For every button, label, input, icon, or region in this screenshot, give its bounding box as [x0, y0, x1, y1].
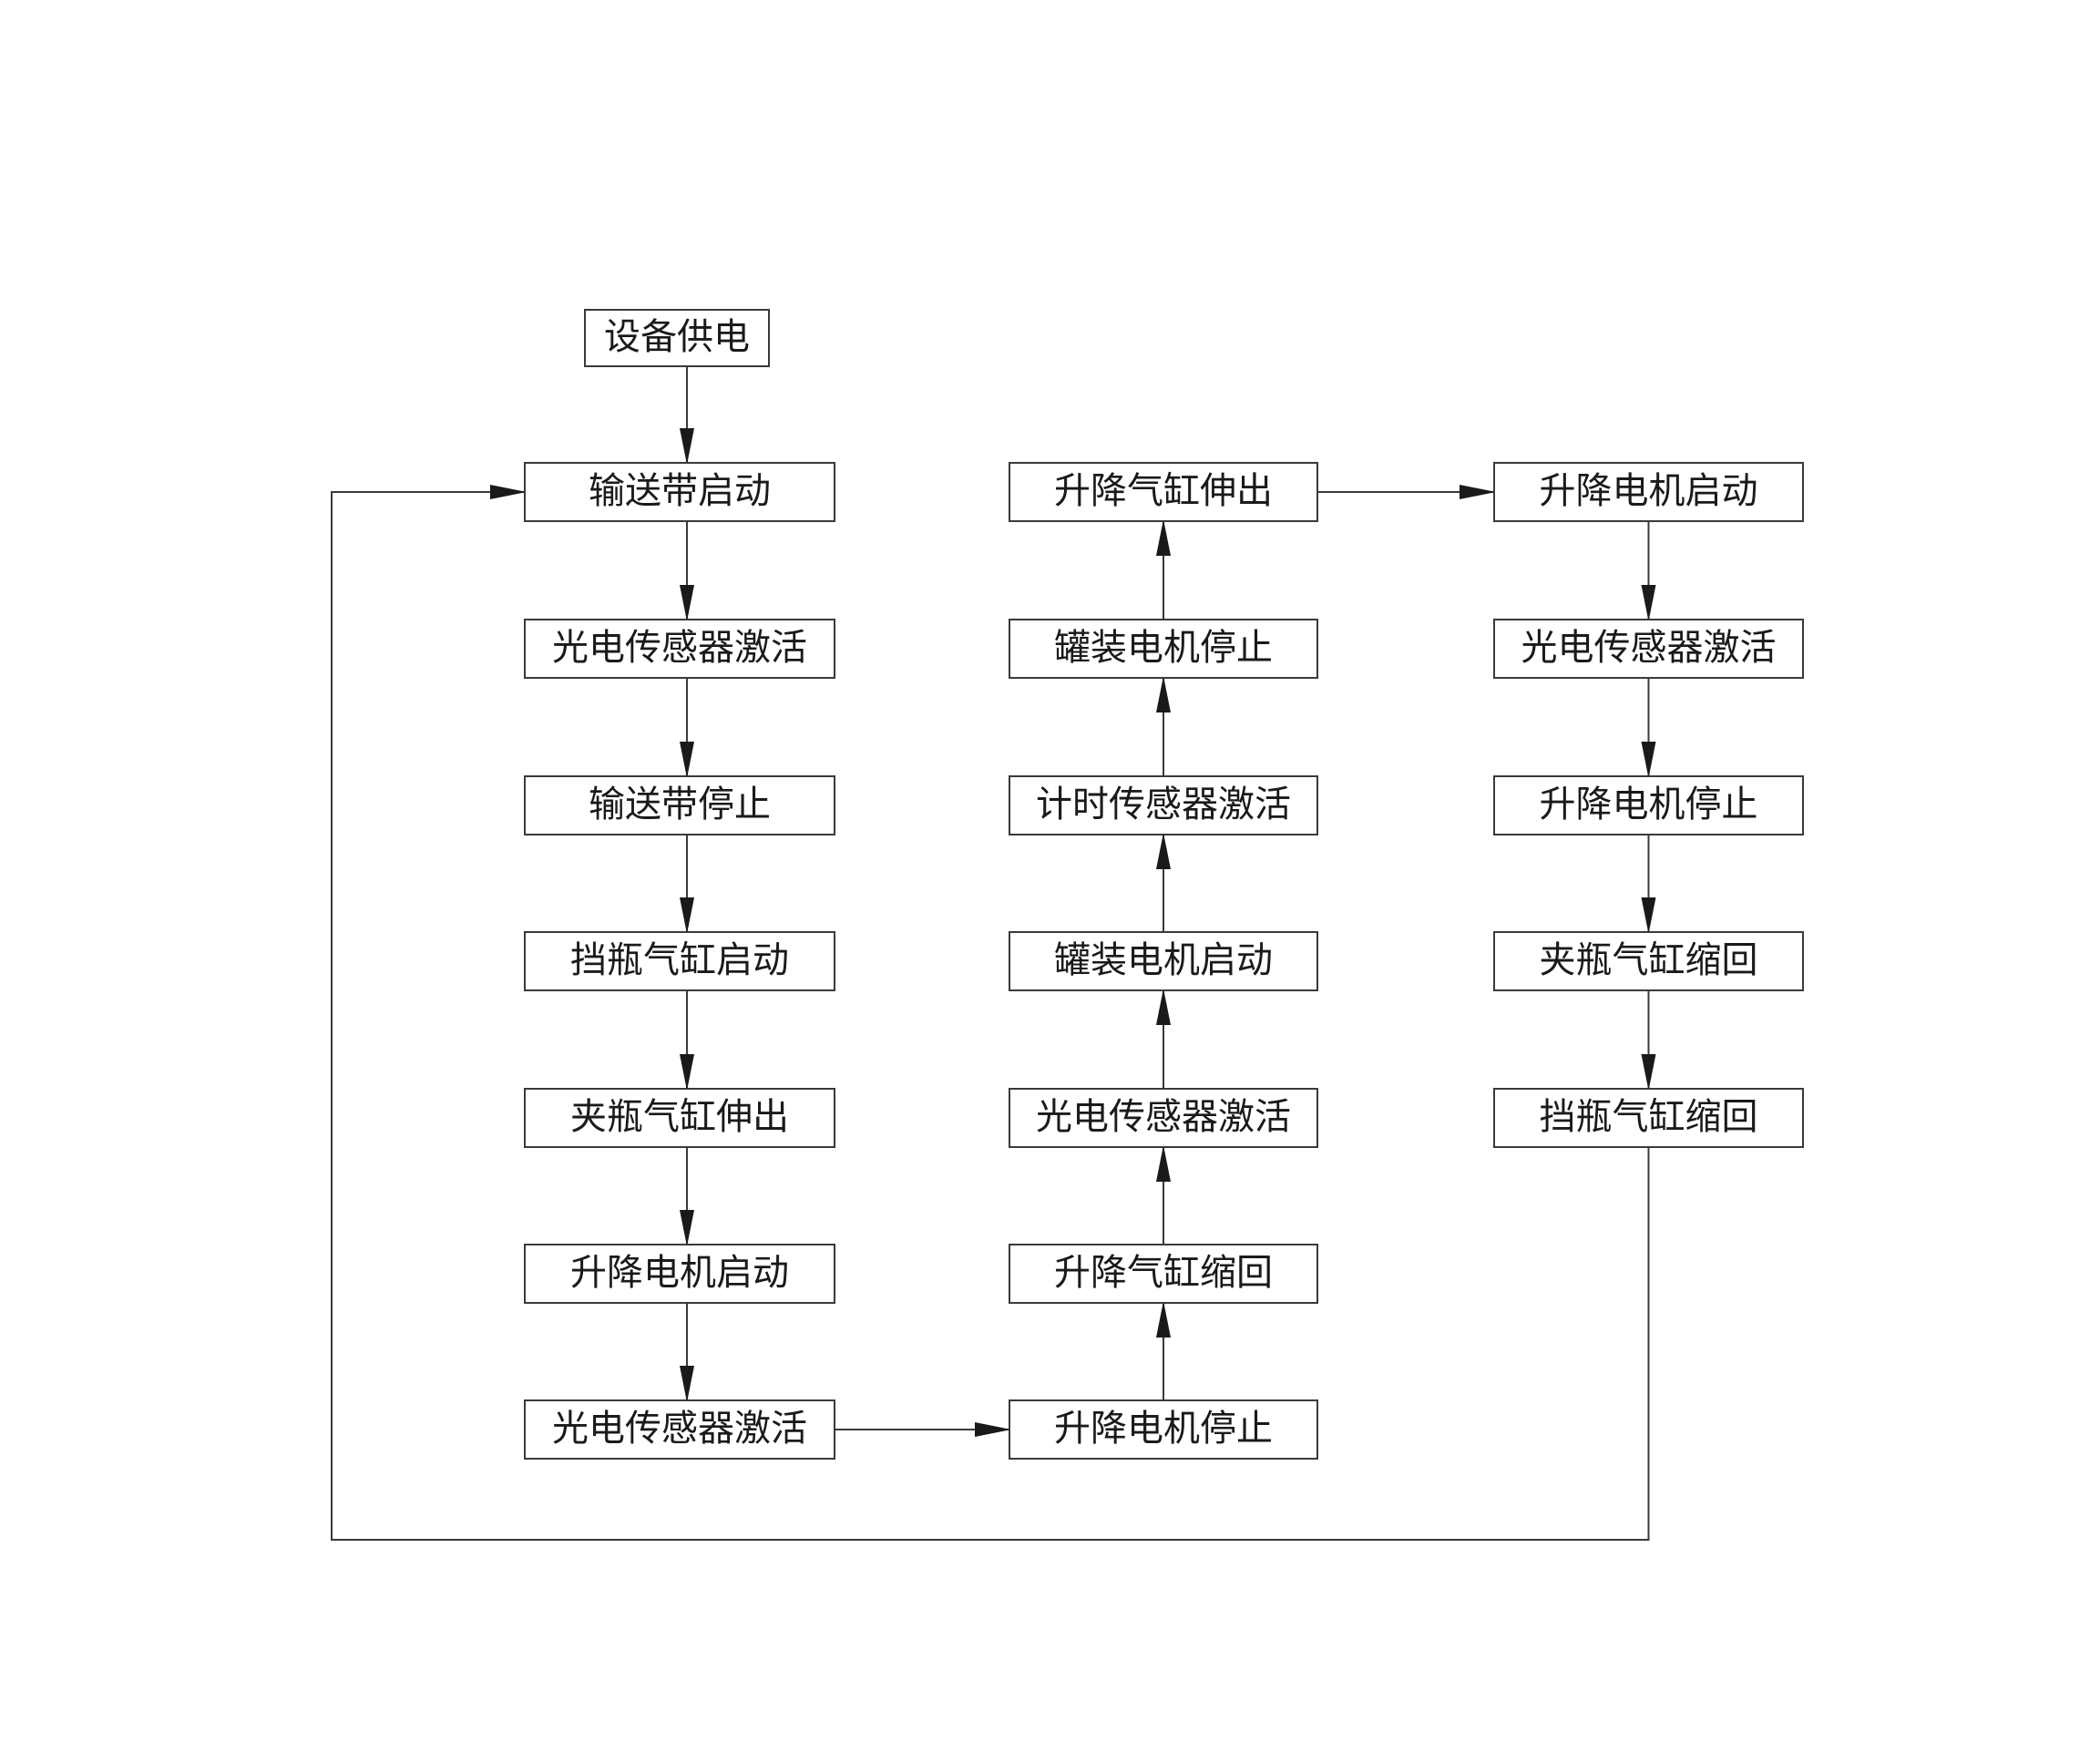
box-frame: [584, 309, 770, 367]
box-label: 升降电机停止: [1540, 784, 1758, 825]
col1-step-8: 光电传感器激活: [524, 1399, 835, 1460]
col1-step-7: 升降电机启动: [524, 1244, 835, 1304]
box-frame: [1493, 1088, 1804, 1148]
col3-step-2: 光电传感器激活: [1493, 619, 1804, 679]
col2-step-6: 罐装电机停止: [1009, 619, 1318, 679]
box-frame: [1493, 775, 1804, 835]
box-frame: [1009, 1244, 1318, 1304]
box-frame: [1493, 462, 1804, 522]
box-frame: [1009, 619, 1318, 679]
col2-step-7: 升降气缸伸出: [1009, 462, 1318, 522]
box-label: 光电传感器激活: [552, 627, 807, 669]
box-frame: [1493, 619, 1804, 679]
box-frame: [524, 1088, 835, 1148]
box-frame: [524, 462, 835, 522]
box-frame: [1009, 775, 1318, 835]
loop-back-arrow: [331, 485, 1650, 1541]
box-frame: [524, 931, 835, 991]
col3-step-5: 挡瓶气缸缩回: [1493, 1088, 1804, 1148]
box-label: 夹瓶气缸伸出: [570, 1096, 789, 1138]
col1-step-3: 光电传感器激活: [524, 619, 835, 679]
col3-step-3: 升降电机停止: [1493, 775, 1804, 835]
box-frame: [1493, 931, 1804, 991]
box-label: 挡瓶气缸启动: [570, 939, 789, 981]
box-label: 计时传感器激活: [1036, 784, 1291, 825]
col1-step-4: 输送带停止: [524, 775, 835, 835]
box-frame: [1009, 931, 1318, 991]
box-label: 输送带启动: [589, 470, 771, 512]
box-frame: [524, 619, 835, 679]
col1-step-5: 挡瓶气缸启动: [524, 931, 835, 991]
box-frame: [1009, 1088, 1318, 1148]
box-label: 升降气缸伸出: [1054, 470, 1273, 512]
box-label: 光电传感器激活: [1036, 1096, 1291, 1138]
box-frame: [524, 1399, 835, 1460]
box-label: 光电传感器激活: [1521, 627, 1777, 669]
box-frame: [1009, 1399, 1318, 1460]
col2-step-3: 光电传感器激活: [1009, 1088, 1318, 1148]
col3-step-4: 夹瓶气缸缩回: [1493, 931, 1804, 991]
col2-step-4: 罐装电机启动: [1009, 931, 1318, 991]
box-label: 夹瓶气缸缩回: [1540, 939, 1758, 981]
col2-step-1: 升降电机停止: [1009, 1399, 1318, 1460]
box-label: 设备供电: [604, 316, 750, 358]
col1-step-6: 夹瓶气缸伸出: [524, 1088, 835, 1148]
box-label: 输送带停止: [589, 784, 771, 825]
box-label: 升降电机停止: [1054, 1408, 1273, 1450]
box-frame: [524, 775, 835, 835]
col1-step-1: 设备供电: [584, 309, 770, 367]
process-boxes: 设备供电输送带启动光电传感器激活输送带停止挡瓶气缸启动夹瓶气缸伸出升降电机启动光…: [524, 309, 1804, 1460]
box-label: 光电传感器激活: [552, 1408, 807, 1450]
box-label: 罐装电机停止: [1054, 627, 1273, 669]
col2-step-2: 升降气缸缩回: [1009, 1244, 1318, 1304]
connectors: [331, 366, 1656, 1541]
box-label: 升降气缸缩回: [1054, 1252, 1273, 1294]
box-frame: [524, 1244, 835, 1304]
box-label: 升降电机启动: [1540, 470, 1758, 512]
col3-step-1: 升降电机启动: [1493, 462, 1804, 522]
col1-step-2: 输送带启动: [524, 462, 835, 522]
box-label: 罐装电机启动: [1054, 939, 1273, 981]
box-label: 升降电机启动: [570, 1252, 789, 1294]
box-frame: [1009, 462, 1318, 522]
col2-step-5: 计时传感器激活: [1009, 775, 1318, 835]
box-label: 挡瓶气缸缩回: [1540, 1096, 1758, 1138]
